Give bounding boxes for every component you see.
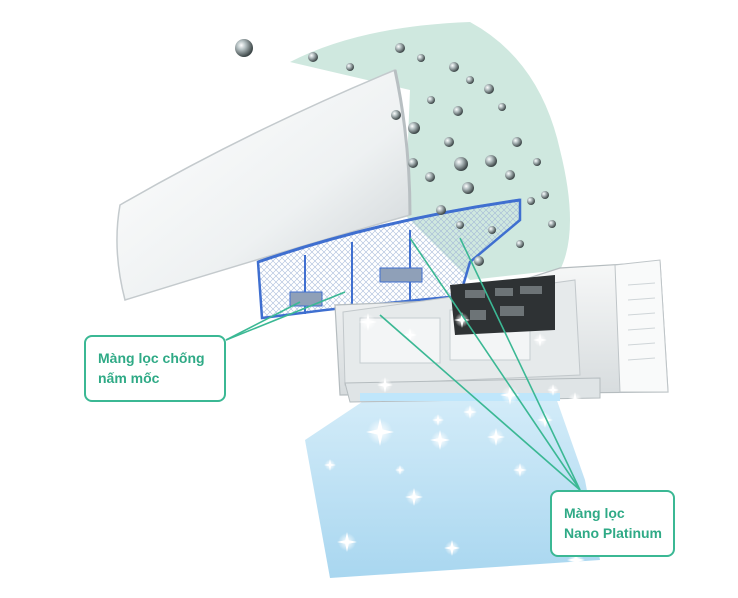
- leader-line-nano-platinum: [379, 314, 581, 491]
- sparkle-icon: [430, 430, 450, 450]
- sparkle-icon: [567, 392, 583, 408]
- sparkle-icon: [432, 414, 444, 426]
- sparkle-icon: [359, 313, 377, 331]
- dust-particle-icon: [346, 63, 354, 71]
- dust-particle-icon: [427, 96, 435, 104]
- dust-particle-icon: [425, 172, 435, 182]
- callout-label-line: nấm mốc: [98, 370, 160, 386]
- sparkle-icon: [500, 385, 520, 405]
- dust-particle-icon: [466, 76, 474, 84]
- indoor-unit: [334, 259, 669, 403]
- sparkle-icon: [395, 465, 405, 475]
- sparkle-icon: [454, 312, 470, 328]
- dust-particle-icon: [512, 137, 522, 147]
- callout-anti-mold-filter: Màng lọc chống nấm mốc: [84, 335, 226, 402]
- dust-particle-icon: [527, 197, 535, 205]
- dust-particle-icon: [485, 155, 497, 167]
- dust-particle-icon: [456, 221, 464, 229]
- dust-particle-icon: [408, 158, 418, 168]
- leader-line-nano-platinum: [409, 237, 581, 491]
- dust-particle-icon: [444, 137, 454, 147]
- dust-particle-icon: [533, 158, 541, 166]
- dust-particle-icon: [484, 84, 494, 94]
- dust-particle-icon: [462, 182, 474, 194]
- dust-particle-icon: [417, 54, 425, 62]
- leader-line-anti-mold: [225, 291, 346, 341]
- sparkle-icon: [337, 532, 357, 552]
- leader-line-nano-platinum: [459, 237, 581, 491]
- callout-label-line: Nano Platinum: [564, 525, 663, 541]
- dust-particle-icon: [516, 240, 524, 248]
- sparkle-icon: [366, 418, 394, 446]
- dust-particle-icon: [436, 205, 446, 215]
- dust-particle-icon: [391, 110, 401, 120]
- dust-particle-icon: [449, 62, 459, 72]
- leader-line-anti-mold: [225, 301, 301, 341]
- sparkle-icon: [405, 488, 423, 506]
- sparkle-icon: [324, 459, 336, 471]
- callout-label-line: Màng lọc: [564, 505, 625, 521]
- sparkle-icon: [377, 377, 393, 393]
- sparkle-icon: [547, 384, 559, 396]
- dust-particle-icon: [235, 39, 253, 57]
- dust-particle-icon: [541, 191, 549, 199]
- dust-particle-icon: [308, 52, 318, 62]
- dust-particle-icon: [453, 106, 463, 116]
- dust-particle-icon: [488, 226, 496, 234]
- sparkle-icon: [444, 540, 460, 556]
- dust-particle-icon: [474, 256, 484, 266]
- dust-particles: [235, 39, 556, 266]
- dust-particle-icon: [548, 220, 556, 228]
- callout-label-line: Màng lọc chống: [98, 350, 205, 366]
- dust-particle-icon: [454, 157, 468, 171]
- callout-nano-platinum-filter: Màng lọc Nano Platinum: [550, 490, 675, 557]
- leader-lines: [225, 237, 581, 491]
- sparkle-icon: [487, 428, 505, 446]
- dust-particle-icon: [395, 43, 405, 53]
- dust-particle-icon: [408, 122, 420, 134]
- front-panel: [116, 68, 412, 301]
- sparkle-icon: [463, 405, 477, 419]
- sparkles: [324, 312, 585, 569]
- sparkle-icon: [513, 463, 527, 477]
- dust-particle-icon: [498, 103, 506, 111]
- sparkle-icon: [533, 333, 547, 347]
- dust-particle-icon: [505, 170, 515, 180]
